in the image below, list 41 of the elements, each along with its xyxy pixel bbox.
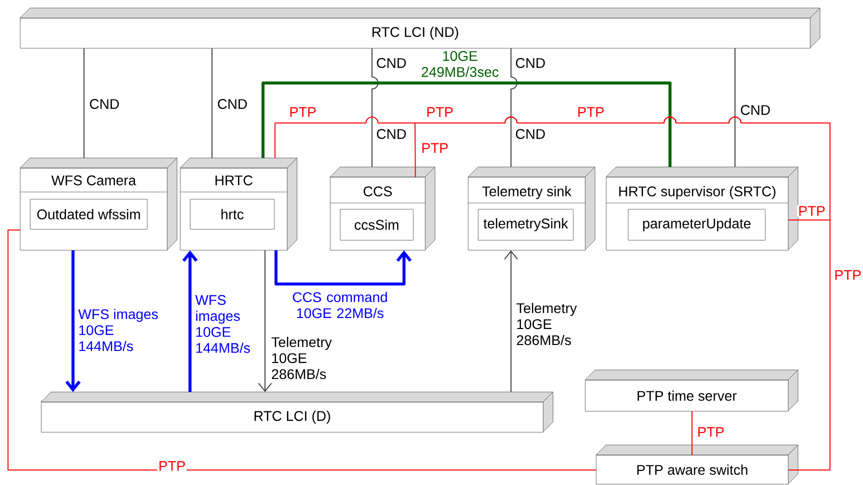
edge-label: Telemetry 10GE 286MB/s bbox=[515, 302, 590, 346]
component-box: telemetrySink bbox=[478, 209, 574, 240]
connection-line bbox=[510, 48, 518, 168]
edge-label: Telemetry 10GE 286MB/s bbox=[270, 336, 344, 380]
line-label: PTP bbox=[833, 269, 862, 281]
line-label: CND bbox=[514, 128, 547, 140]
component-box: ccsSim bbox=[340, 209, 414, 240]
component-box: Outdated wfssim bbox=[30, 199, 148, 230]
network-box: RTC LCI (D) bbox=[40, 392, 554, 432]
arrow bbox=[258, 250, 272, 392]
edge-label: PTP bbox=[696, 426, 726, 438]
network-box: PTP time server bbox=[584, 370, 798, 412]
connection-line bbox=[262, 82, 672, 167]
arrow bbox=[182, 250, 198, 392]
edge-label: CND bbox=[216, 98, 249, 110]
component-box: parameterUpdate bbox=[628, 209, 766, 240]
edge-label: PTP bbox=[797, 205, 826, 217]
connection-line bbox=[734, 48, 736, 168]
line-label: PTP bbox=[425, 106, 454, 118]
edge-label: PTP bbox=[157, 460, 187, 472]
edge-label: PTP bbox=[420, 142, 450, 154]
edge-label: PTP bbox=[288, 106, 318, 118]
line-label: PTP bbox=[576, 106, 606, 118]
edge-label: WFS images 10GE 144MB/s bbox=[77, 308, 168, 352]
arrow bbox=[504, 250, 518, 392]
connection-line bbox=[788, 220, 830, 470]
edge-label: CND bbox=[739, 104, 772, 116]
connection-line bbox=[372, 48, 378, 168]
network-box: RTC LCI (ND) bbox=[20, 8, 820, 48]
edge-label: CND bbox=[514, 57, 547, 69]
component-box: hrtc bbox=[190, 199, 274, 230]
arrow bbox=[274, 250, 412, 286]
edge-label: CCS command 10GE 22MB/s bbox=[289, 290, 391, 320]
edge-label: CND bbox=[88, 98, 121, 110]
edge-label: 10GE 249MB/3sec bbox=[416, 50, 504, 78]
line-label: CND bbox=[375, 128, 408, 140]
edge-label: WFS images 10GE 144MB/s bbox=[194, 294, 254, 354]
network-box: PTP aware switch bbox=[596, 444, 798, 484]
connection-line bbox=[8, 230, 596, 470]
edge-label: CND bbox=[375, 57, 408, 69]
arrow bbox=[65, 250, 81, 392]
